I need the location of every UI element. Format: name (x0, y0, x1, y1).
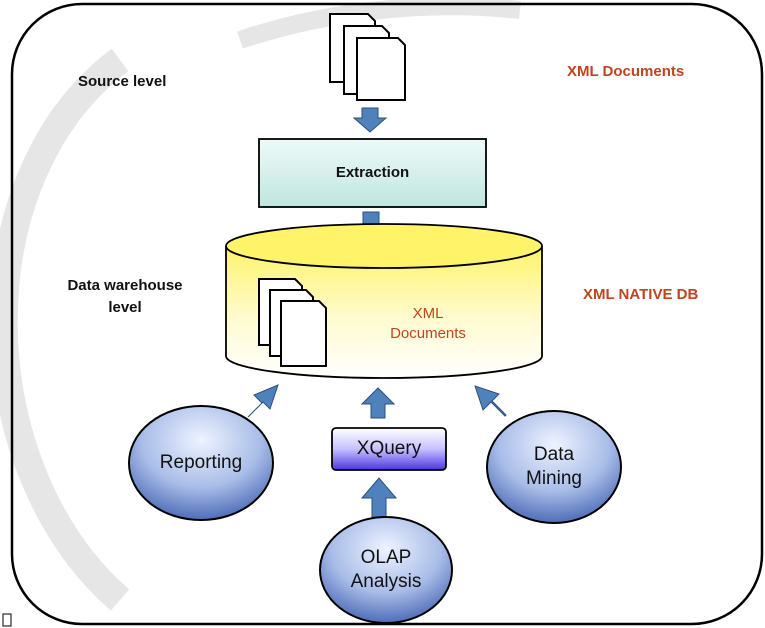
document-stack-top-icon (329, 13, 406, 101)
arrow-docs-to-extraction (352, 107, 388, 133)
data-mining-line2: Mining (526, 468, 582, 489)
db-documents-line2: Documents (390, 325, 466, 342)
extraction-label: Extraction (335, 164, 410, 181)
data-warehouse-level-line1: Data warehouse (67, 277, 183, 294)
data-warehouse-level-label: Data warehouse level (40, 275, 210, 319)
document-stack-db-icon (258, 278, 327, 367)
olap-analysis-ellipse (319, 516, 453, 624)
olap-analysis-line2: Analysis (350, 571, 422, 592)
arrow-reporting-to-db (247, 384, 279, 418)
arrow-olap-to-xquery (360, 477, 398, 518)
xml-documents-top-label: XML Documents (567, 63, 685, 80)
data-mining-label: Data Mining (487, 443, 621, 491)
source-level-label: Source level (78, 73, 167, 90)
data-warehouse-level-line2: level (108, 299, 142, 316)
arrow-xquery-to-db (360, 387, 396, 419)
xquery-label: XQuery (356, 438, 422, 459)
arrow-datamining-to-db (474, 385, 507, 417)
db-documents-label: XML Documents (368, 304, 488, 344)
xquery-box (331, 427, 447, 471)
outer-frame (10, 2, 764, 626)
db-documents-line1: XML (412, 305, 444, 322)
reporting-label: Reporting (159, 452, 243, 473)
data-mining-ellipse (486, 410, 622, 524)
olap-analysis-line1: OLAP (360, 547, 412, 568)
olap-analysis-label: OLAP Analysis (320, 546, 452, 594)
extraction-box (258, 138, 487, 208)
data-mining-line1: Data (533, 444, 575, 465)
reporting-ellipse (128, 405, 274, 521)
corner-mark (2, 613, 12, 627)
xml-native-db-label: XML NATIVE DB (583, 286, 699, 303)
background-arcs (0, 0, 521, 611)
